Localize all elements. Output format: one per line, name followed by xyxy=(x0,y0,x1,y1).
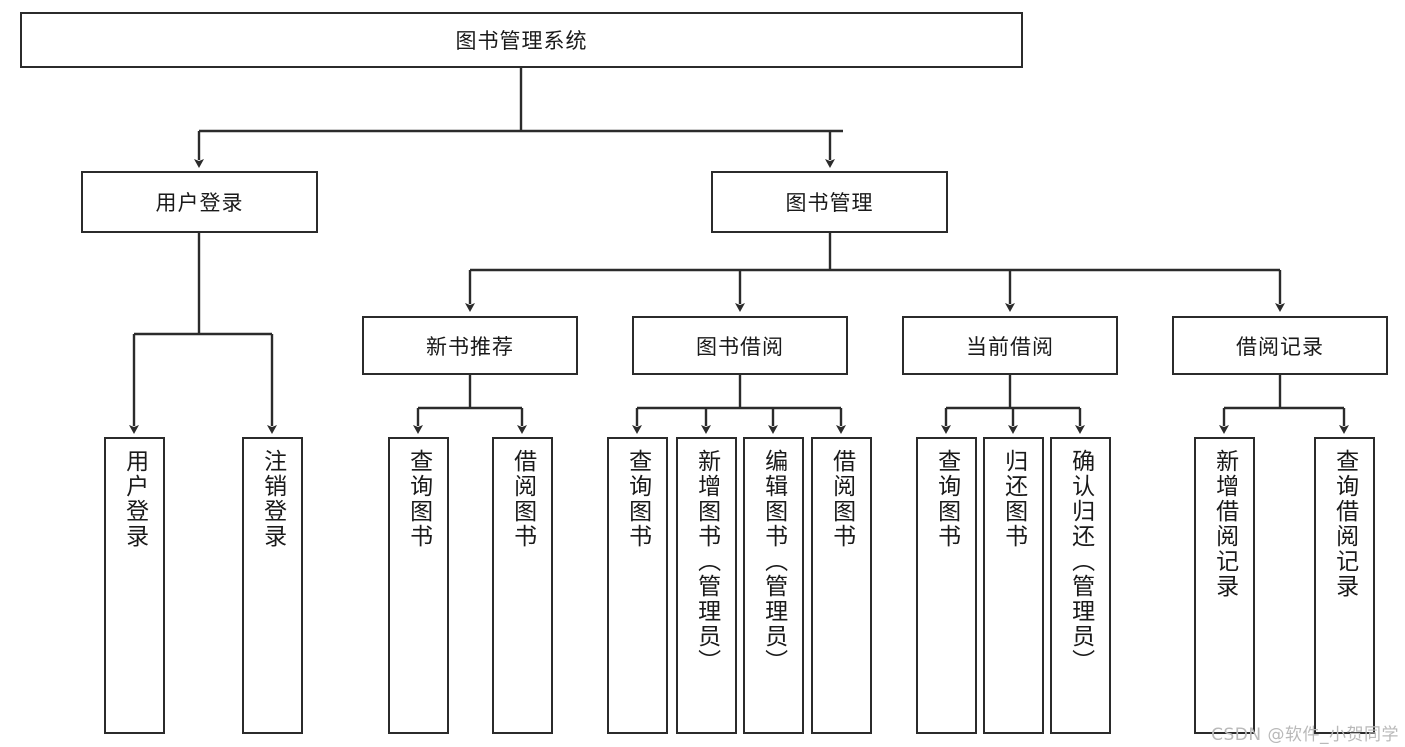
leaf-book-borrow-1[interactable]: 查询图书 xyxy=(607,437,668,734)
node-current-borrow[interactable]: 当前借阅 xyxy=(902,316,1118,375)
leaf-label: 注销登录 xyxy=(259,449,286,549)
leaf-label: 用户登录 xyxy=(121,449,148,549)
leaf-label: 查询图书 xyxy=(933,449,960,549)
watermark: CSDN @软件_小贺同学 xyxy=(1211,725,1399,745)
leaf-current-borrow-2[interactable]: 归还图书 xyxy=(983,437,1044,734)
node-book-borrow[interactable]: 图书借阅 xyxy=(632,316,848,375)
leaf-current-borrow-3[interactable]: 确认归还（管理员） xyxy=(1050,437,1111,734)
leaf-borrow-record-2[interactable]: 查询借阅记录 xyxy=(1314,437,1375,734)
leaf-book-borrow-4[interactable]: 借阅图书 xyxy=(811,437,872,734)
leaf-new-book-2[interactable]: 借阅图书 xyxy=(492,437,553,734)
leaf-label: 编辑图书（管理员） xyxy=(760,449,787,674)
leaf-borrow-record-1[interactable]: 新增借阅记录 xyxy=(1194,437,1255,734)
leaf-label: 确认归还（管理员） xyxy=(1067,449,1094,674)
node-user-login-label: 用户登录 xyxy=(155,191,244,215)
node-borrow-record[interactable]: 借阅记录 xyxy=(1172,316,1388,375)
node-book-management-label: 图书管理 xyxy=(785,191,874,215)
leaf-label: 查询借阅记录 xyxy=(1331,449,1358,599)
leaf-book-borrow-2[interactable]: 新增图书（管理员） xyxy=(676,437,737,734)
leaf-user-login-1[interactable]: 用户登录 xyxy=(104,437,165,734)
leaf-label: 借阅图书 xyxy=(509,449,536,549)
node-root[interactable]: 图书管理系统 xyxy=(20,12,1023,68)
node-new-book-recommend-label: 新书推荐 xyxy=(426,334,514,359)
node-current-borrow-label: 当前借阅 xyxy=(966,334,1054,359)
leaf-label: 归还图书 xyxy=(1000,449,1027,549)
node-root-label: 图书管理系统 xyxy=(455,29,588,53)
node-book-management[interactable]: 图书管理 xyxy=(711,171,948,233)
leaf-label: 查询图书 xyxy=(624,449,651,549)
leaf-label: 查询图书 xyxy=(405,449,432,549)
leaf-label: 新增借阅记录 xyxy=(1211,449,1238,599)
leaf-label: 借阅图书 xyxy=(828,449,855,549)
leaf-user-login-2[interactable]: 注销登录 xyxy=(242,437,303,734)
leaf-current-borrow-1[interactable]: 查询图书 xyxy=(916,437,977,734)
leaf-book-borrow-3[interactable]: 编辑图书（管理员） xyxy=(743,437,804,734)
leaf-label: 新增图书（管理员） xyxy=(693,449,720,674)
node-borrow-record-label: 借阅记录 xyxy=(1236,334,1324,359)
node-book-borrow-label: 图书借阅 xyxy=(696,334,784,359)
node-new-book-recommend[interactable]: 新书推荐 xyxy=(362,316,578,375)
leaf-new-book-1[interactable]: 查询图书 xyxy=(388,437,449,734)
node-user-login[interactable]: 用户登录 xyxy=(81,171,318,233)
